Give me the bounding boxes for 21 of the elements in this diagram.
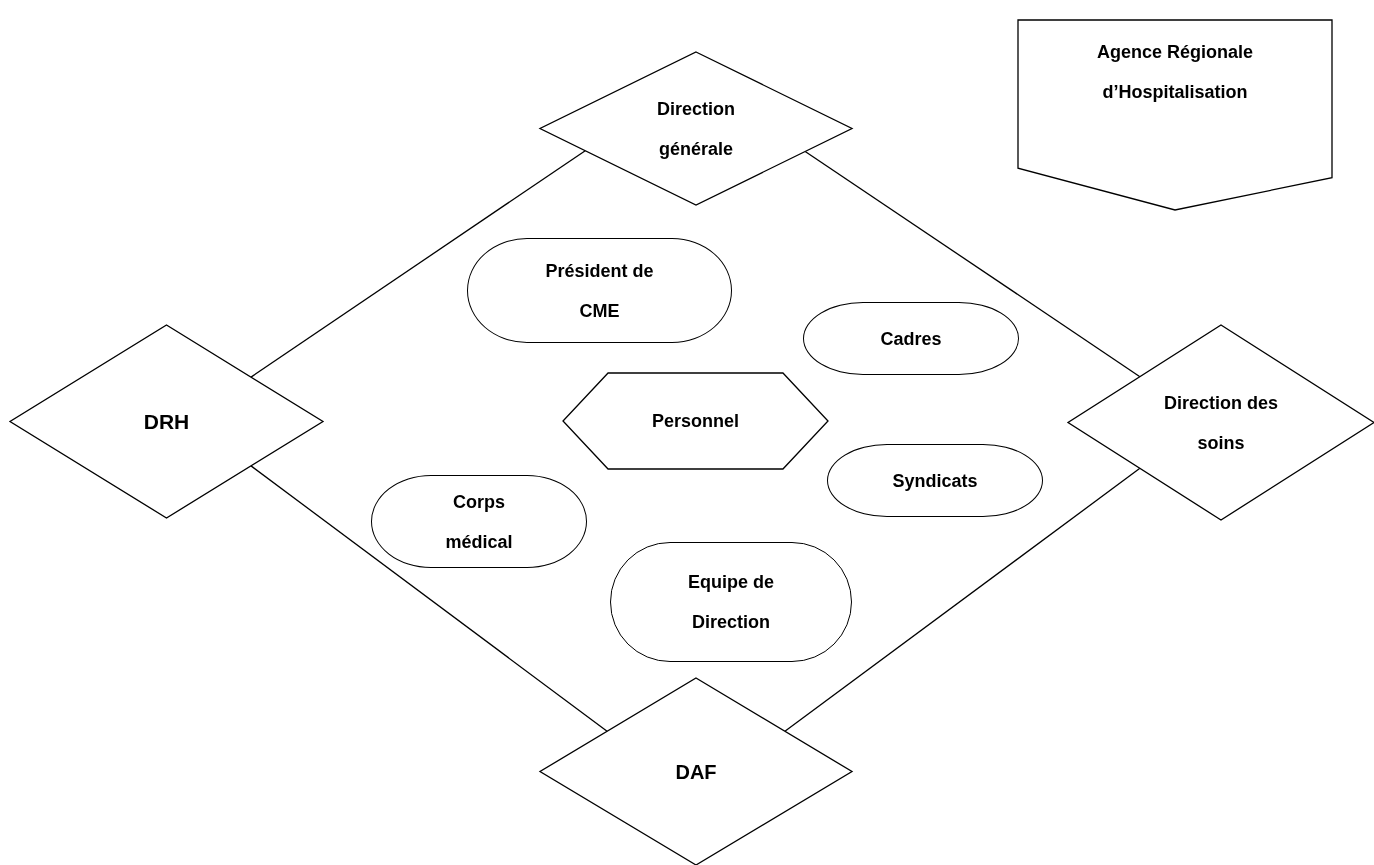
diamond-node (1068, 325, 1374, 520)
node-label: Direction générale (656, 97, 736, 161)
node-label: Corps médical (444, 490, 514, 554)
node-label: Direction des soins (1163, 391, 1279, 455)
diamond-node (540, 678, 852, 865)
pentagon-arrow-node (1018, 20, 1332, 210)
connector-line (250, 150, 586, 378)
connector-line (784, 467, 1141, 732)
diamond-node (10, 325, 323, 518)
connector-line (804, 150, 1141, 378)
node-label: Cadres (880, 327, 942, 351)
diamond-node (540, 52, 852, 205)
node-label: Personnel (652, 410, 739, 433)
node-label: DAF (675, 759, 717, 785)
node-label: DRH (143, 408, 190, 435)
node-label: Equipe de Direction (687, 571, 775, 634)
node-label: Agence Régionale d’Hospitalisation (1095, 41, 1254, 104)
connector-line (250, 465, 608, 732)
node-label: Président de CME (544, 259, 655, 323)
hexagon-node (563, 373, 828, 469)
node-label: Syndicats (892, 469, 978, 493)
